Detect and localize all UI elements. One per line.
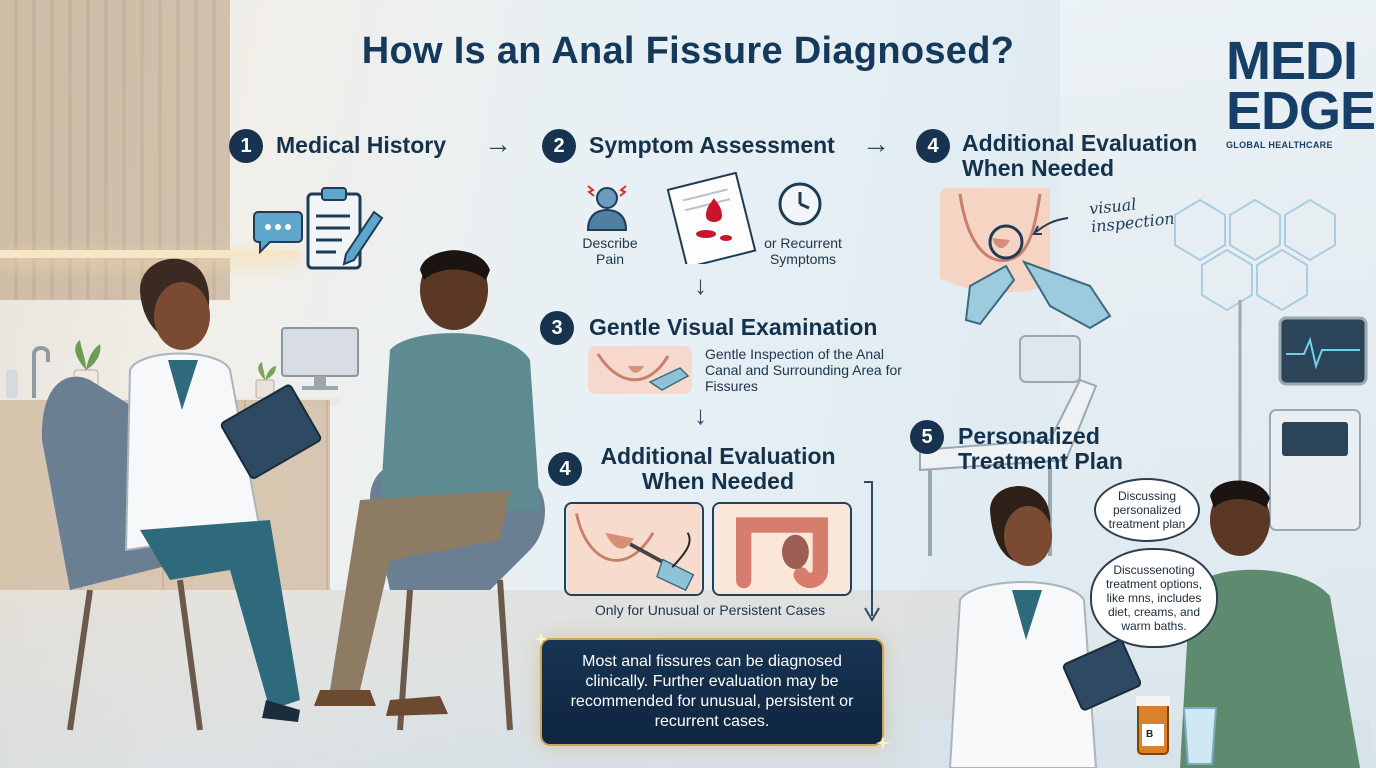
step-2-badge: 2: [542, 129, 576, 163]
hexagon-pattern: [1174, 198, 1336, 312]
describe-pain-label: Describe Pain: [582, 235, 638, 267]
page-title: How Is an Anal Fissure Diagnosed?: [361, 30, 1015, 72]
speech-bubble-2: Discussenoting treatment options, like m…: [1090, 548, 1218, 648]
summary-box: Most anal fissures can be diagnosed clin…: [540, 638, 884, 746]
logo-line-1: MEDI: [1226, 31, 1358, 91]
step-4-title-line-2: When Needed: [641, 468, 795, 494]
anoscopy-illustration: [564, 502, 704, 596]
bottle-label: B: [1146, 729, 1154, 740]
step-4b-title-line-2: When Needed: [962, 155, 1115, 181]
arrow-right-icon-2: →: [862, 128, 890, 159]
arrow-down-icon-2: ↓: [694, 400, 707, 430]
step-3-caption: Gentle Inspection of the Anal Canal and …: [705, 346, 902, 394]
step-4-title-line-1: Additional Evaluation: [600, 443, 836, 469]
side-arrow-down-icon: [864, 481, 880, 622]
step-4b-title: Additional Evaluation When Needed: [962, 131, 1197, 181]
step-2-title: Symptom Assessment: [589, 132, 835, 158]
shelf-light: [0, 250, 300, 258]
step-5-title-line-2: Treatment Plan: [958, 448, 1123, 474]
vitals-monitor: [1238, 300, 1368, 531]
step-5-title-line-1: Personalized: [958, 423, 1100, 449]
recurrent-symptoms-label: or Recurrent Symptoms: [764, 235, 842, 267]
sink-faucet: [6, 346, 50, 398]
blood-paper-icon: [666, 172, 757, 264]
exam-bed: [919, 335, 1098, 556]
speech-bubble-1: Discussing personalized treatment plan: [1094, 478, 1200, 542]
step-4-badge: 4: [548, 452, 582, 486]
step-1-badge: 1: [229, 129, 263, 163]
arrow-right-icon: →: [484, 128, 512, 159]
treatment-plan-scene: [920, 480, 1370, 768]
step-4-title: Additional Evaluation When Needed: [588, 444, 848, 494]
step-4b-badge: 4: [916, 129, 950, 163]
brand-logo: MEDI EDGE GLOBAL HEALTHCARE: [1226, 31, 1376, 186]
visual-inspection-illustration: [940, 188, 1112, 330]
step-5-title: Personalized Treatment Plan: [958, 424, 1123, 474]
step-5-badge: 5: [910, 420, 944, 454]
step-3-badge: 3: [540, 311, 574, 345]
logo-subtitle: GLOBAL HEALTHCARE: [1226, 140, 1333, 150]
arrow-down-icon: ↓: [694, 270, 707, 300]
clock-icon: [778, 182, 822, 226]
chat-bubble-icon: [253, 211, 303, 255]
person-pain-icon: [586, 185, 628, 231]
logo-line-2: EDGE: [1226, 81, 1376, 141]
small-plant: [255, 362, 276, 399]
step-3-title: Gentle Visual Examination: [589, 314, 878, 340]
step-4-caption: Only for Unusual or Persistent Cases: [594, 602, 826, 618]
visual-exam-illustration: [588, 346, 692, 394]
consultation-scene: [41, 250, 545, 731]
step-1-title: Medical History: [276, 132, 446, 158]
colon-illustration: [712, 502, 852, 596]
desk-monitor: [281, 327, 359, 390]
clipboard-icon: [306, 187, 384, 270]
step-4b-title-line-1: Additional Evaluation: [962, 130, 1198, 156]
